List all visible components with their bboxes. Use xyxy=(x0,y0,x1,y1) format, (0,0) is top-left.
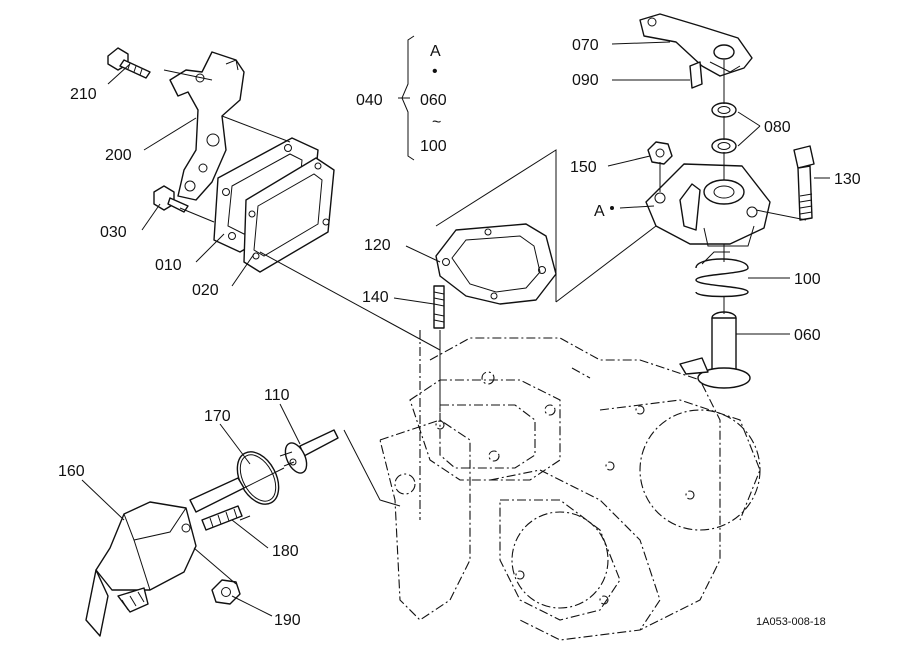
group-item-tilde: ~ xyxy=(432,114,441,131)
label-100: 100 xyxy=(794,271,821,288)
nut-190-icon xyxy=(211,579,241,605)
label-070: 070 xyxy=(572,37,599,54)
group-item-dot: • xyxy=(432,63,438,80)
group-item-a: A xyxy=(430,43,441,60)
leader-lines xyxy=(81,41,830,617)
gasket-120-icon xyxy=(435,223,557,305)
marker-a-label: A xyxy=(594,203,605,220)
label-200: 200 xyxy=(105,147,132,164)
label-160: 160 xyxy=(58,463,85,480)
bolt-210-icon xyxy=(107,47,151,79)
part-labels: 210 200 030 010 020 120 140 110 170 160 … xyxy=(58,37,861,629)
label-120: 120 xyxy=(364,237,391,254)
drawing-code: 1A053-008-18 xyxy=(756,616,826,628)
stud-180-icon xyxy=(201,505,243,531)
engine-block-outline xyxy=(379,330,761,641)
label-140: 140 xyxy=(362,289,389,306)
solenoid-160-icon xyxy=(85,477,245,637)
group-item-100: 100 xyxy=(420,138,447,155)
marker-a-dot xyxy=(610,206,614,210)
label-180: 180 xyxy=(272,543,299,560)
nut-150-icon xyxy=(647,141,673,165)
group-item-060: 060 xyxy=(420,92,447,109)
label-170: 170 xyxy=(204,408,231,425)
assembly-lines xyxy=(163,60,807,585)
label-080: 080 xyxy=(764,119,791,136)
group-040-brace xyxy=(398,35,415,161)
shaft-060-icon xyxy=(679,311,751,389)
plunger-110-icon xyxy=(279,429,339,474)
label-030: 030 xyxy=(100,224,127,241)
group-040-label: 040 xyxy=(356,92,383,109)
label-210: 210 xyxy=(70,86,97,103)
label-010: 010 xyxy=(155,257,182,274)
seal-080-top-icon xyxy=(711,102,737,118)
label-090: 090 xyxy=(572,72,599,89)
bolt-130-icon xyxy=(793,145,815,221)
label-150: 150 xyxy=(570,159,597,176)
spring-100-icon xyxy=(695,251,749,298)
label-020: 020 xyxy=(192,282,219,299)
gasket-020-icon xyxy=(243,157,335,273)
seal-080-bottom-icon xyxy=(711,138,737,154)
label-110: 110 xyxy=(264,387,290,404)
bolt-030-icon xyxy=(153,185,189,213)
label-060: 060 xyxy=(794,327,821,344)
bracket-200-icon xyxy=(169,51,245,201)
label-130: 130 xyxy=(834,171,861,188)
label-190: 190 xyxy=(274,612,301,629)
pin-090-icon xyxy=(689,61,703,89)
governor-cover-icon xyxy=(645,163,771,247)
stud-140-icon xyxy=(433,285,445,329)
